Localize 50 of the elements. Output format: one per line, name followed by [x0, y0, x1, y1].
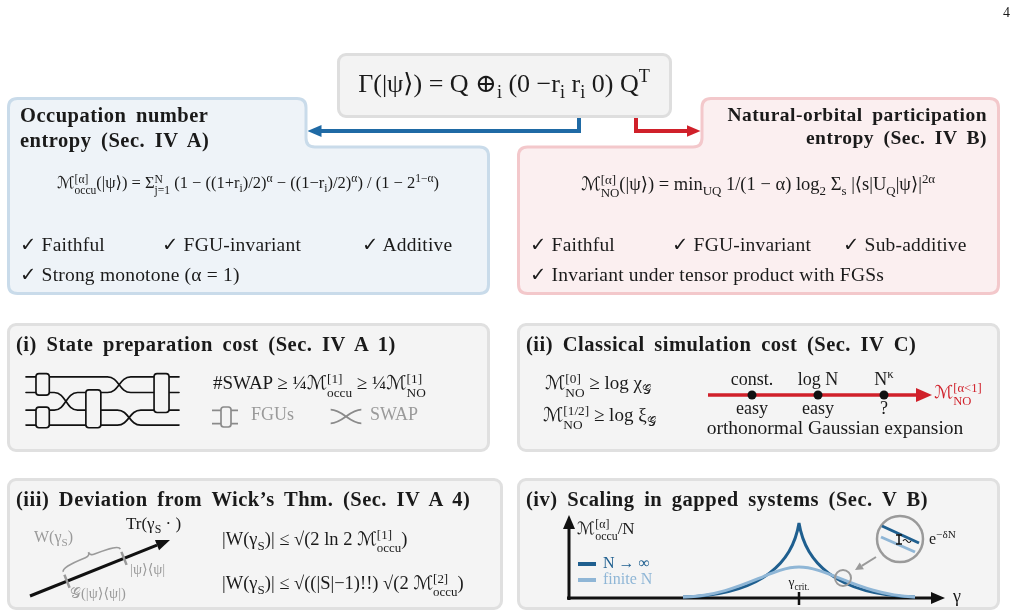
checklist-item: ✓ Faithful	[530, 233, 615, 257]
scale-label: easy	[802, 398, 834, 420]
arrow	[634, 118, 701, 137]
panel-heading: (iii) Deviation from Wick’s Thm. (Sec. IV A 4)	[16, 487, 471, 512]
axis-label: γ	[953, 586, 961, 608]
checklist-item: ✓ Strong monotone (α = 1)	[20, 263, 240, 287]
info-panel	[7, 97, 490, 295]
checklist-item: ✓ FGU-invariant	[672, 233, 812, 257]
checklist-item: ✓ Invariant under tensor product with FGSs	[530, 263, 885, 287]
info-panel	[517, 478, 1000, 610]
scale-label: log N	[797, 369, 839, 391]
panel-heading: (ii) Classical simulation cost (Sec. IV C)	[526, 332, 917, 357]
panel-heading: (i) State preparation cost (Sec. IV A 1)	[16, 332, 396, 357]
formula: ℳ$^{[α]}$$_{occu}$(|ψ⟩) = Σ$^{N}$$_{j=1}$ (1 − ((1+r$_{i}$)/2)$^{α}$ − ((1−r$_{i}$)/2)$^{α}$) / (1 − 2$^{1−α}$)	[56, 173, 440, 198]
page-number: 4	[1003, 5, 1010, 22]
info-panel	[517, 323, 1000, 452]
inset-label: e$^{−δN}$	[929, 529, 956, 549]
formula: ℳ$^{[α]}$$_{NO}$(|ψ⟩) = min$_{UQ}$ 1/(1 − α) log$_{2}$ Σ$_{s}$ |⟨s|U$_{Q}$|ψ⟩|$^{2α}$	[580, 173, 936, 200]
legend-label: SWAP	[370, 404, 418, 426]
formula: |W(γ$_{S}$)| ≤ √(2 ln 2 ℳ$^{[1]}$$_{occu}$)	[222, 528, 408, 555]
scale-label: N$^{κ}$	[874, 369, 894, 391]
arrow	[307, 118, 581, 137]
formula: |W(γ$_{S}$)| ≤ √((|S|−1)!!) √(2 ℳ$^{[2]}$$_{occu}$)	[222, 572, 464, 599]
formula: Γ(|ψ⟩) = Q ⊕$_{i}$ (0 −r$_{i}$ r$_{i}$ 0) Q$^{T}$	[358, 68, 650, 100]
tick-label: γ$_{crit.}$	[788, 574, 810, 591]
info-panel	[7, 478, 503, 610]
checklist-item: ✓ FGU-invariant	[162, 233, 302, 257]
scale-label: const.	[730, 369, 774, 391]
math-label: 𝒢(|ψ⟩⟨ψ|)	[70, 585, 126, 603]
info-panel	[517, 97, 1000, 295]
legend-label: N → ∞	[603, 553, 650, 572]
panel-heading: Natural-orbital participation entropy (Sec. IV B)	[726, 103, 987, 150]
checklist-item: ✓ Faithful	[20, 233, 105, 257]
scale-label: ?	[880, 398, 888, 420]
legend-label: finite N	[603, 569, 653, 589]
info-panel	[7, 323, 490, 452]
checklist-item: ✓ Additive	[362, 233, 453, 257]
legend-label: FGUs	[251, 404, 294, 426]
scale-label: easy	[736, 398, 768, 420]
checklist-item: ✓ Sub-additive	[843, 233, 967, 257]
formula: ℳ$^{[0]}$$_{NO}$ ≥ log χ$_{𝒢}$	[545, 372, 651, 400]
math-label: W(γ$_{S}$)	[34, 527, 74, 547]
math-label: |ψ⟩⟨ψ|	[130, 561, 166, 579]
panel-heading: Occupation number entropy (Sec. IV A)	[20, 103, 211, 153]
axis-label: ℳ$^{[α]}$$_{occu}$/N	[577, 518, 635, 543]
panel-heading: (iv) Scaling in gapped systems (Sec. V B)	[526, 487, 928, 512]
math-label: Tr(γ$_{S}$ · )	[126, 514, 182, 535]
scale-caption: orthonormal Gaussian expansion	[706, 417, 964, 440]
formula-box	[337, 53, 672, 118]
formula: ℳ$^{[1/2]}$$_{NO}$ ≥ log ξ$_{𝒢}$	[543, 404, 656, 432]
